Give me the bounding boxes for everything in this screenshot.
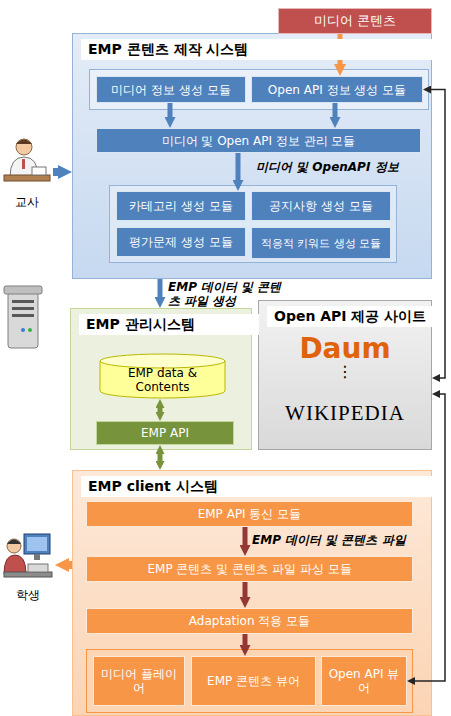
student-icon — [2, 530, 54, 586]
module-box: Adaptation 적용 모듈 — [86, 608, 413, 634]
module-box: 공지사항 생성 모듈 — [251, 191, 391, 221]
node-label: 미디어 콘텐츠 — [314, 14, 396, 28]
module-box: 평가문제 생성 모듈 — [116, 227, 246, 257]
panel-title: EMP 관리시스템 — [79, 314, 259, 335]
node-label: Open API 정보 생성 모듈 — [268, 83, 406, 97]
module-box: EMP API 통신 모듈 — [86, 501, 413, 527]
module-box: 미디어 및 Open API 정보 관리 모듈 — [96, 128, 421, 153]
media-content-box: 미디어 콘텐츠 — [278, 8, 432, 34]
system-panel: EMP 콘텐츠 제작 시스템미디어 정보 생성 모듈Open API 정보 생성… — [72, 33, 432, 279]
connector-arrow — [158, 454, 163, 461]
node-label: 적응적 키워드 생성 모듈 — [261, 237, 382, 250]
edge-label: 미디어 및 OpenAPI 정보 — [256, 160, 421, 174]
student-actor: 학생 — [2, 530, 54, 602]
site-logo: Daum — [259, 333, 431, 365]
node-label: 미디어 정보 생성 모듈 — [111, 83, 230, 97]
node-label: 미디어 및 Open API 정보 관리 모듈 — [162, 134, 356, 148]
node-label: EMP data & Contents — [103, 366, 222, 394]
node-label: EMP 콘텐츠 및 콘텐츠 파일 파싱 모듈 — [147, 562, 351, 576]
module-box: 적응적 키워드 생성 모듈 — [251, 227, 391, 259]
edge-label: EMP 데이터 및 콘텐츠 파일 — [252, 533, 422, 547]
system-panel: EMP client 시스템EMP API 통신 모듈EMP 콘텐츠 및 콘텐츠… — [72, 470, 432, 716]
node-label: Open API 뷰어 — [326, 667, 402, 695]
connector-arrow — [53, 168, 58, 176]
node-label: EMP 콘텐츠 뷰어 — [207, 674, 300, 688]
server-icon — [4, 286, 42, 348]
node-label: 미디어 플레이어 — [98, 667, 180, 695]
node-label: 교사 — [2, 195, 52, 209]
module-box: Open API 정보 생성 모듈 — [251, 76, 423, 103]
node-label: 공지사항 생성 모듈 — [269, 199, 373, 213]
site-logo: ⋮ — [259, 363, 431, 381]
module-box: EMP 콘텐츠 및 콘텐츠 파일 파싱 모듈 — [86, 556, 413, 582]
module-box: 카테고리 생성 모듈 — [116, 191, 246, 221]
database-box: EMP data & Contents — [99, 353, 226, 399]
server-slot — [12, 300, 34, 303]
node-label: Adaptation 적용 모듈 — [189, 614, 310, 628]
server-top — [4, 286, 42, 294]
node-label: EMP API — [141, 426, 189, 440]
panel-title: EMP client 시스템 — [81, 476, 439, 497]
viewer-box: EMP 콘텐츠 뷰어 — [191, 656, 316, 706]
node-label: 카테고리 생성 모듈 — [129, 199, 233, 213]
node-label: 평가문제 생성 모듈 — [129, 235, 233, 249]
panel-title: EMP 콘텐츠 제작 시스템 — [81, 39, 439, 60]
node-label: 학생 — [2, 588, 54, 602]
teacher-icon — [2, 135, 52, 193]
viewer-box: Open API 뷰어 — [321, 656, 407, 706]
edge-label: EMP 데이터 및 콘텐츠 파일 생성 — [168, 280, 293, 308]
connector-arrow — [431, 90, 445, 379]
server-body — [8, 292, 38, 348]
viewer-box: 미디어 플레이어 — [93, 656, 185, 706]
connector-arrow — [158, 279, 163, 297]
site-panel: Open API 제공 사이트Daum⋮WIKIPEDIA — [258, 300, 432, 450]
node-label: EMP API 통신 모듈 — [198, 507, 302, 521]
system-panel: EMP 관리시스템EMP data & ContentsEMP API — [70, 308, 252, 450]
server-slot — [12, 314, 34, 317]
server-light — [21, 328, 25, 332]
site-logo: WIKIPEDIA — [259, 401, 431, 425]
api-bar: EMP API — [96, 421, 234, 445]
server-light — [28, 328, 32, 332]
panel-title: Open API 제공 사이트 — [267, 306, 439, 327]
module-box: 미디어 정보 생성 모듈 — [96, 76, 246, 103]
server-slot — [12, 307, 34, 310]
teacher-actor: 교사 — [2, 135, 52, 209]
